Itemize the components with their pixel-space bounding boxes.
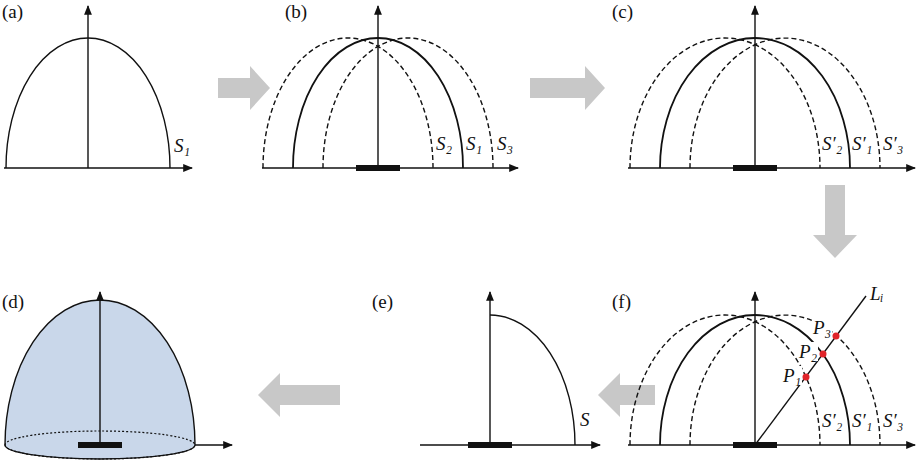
curve-label: S₁ <box>174 136 190 155</box>
curve-label: S′₃ <box>883 134 903 153</box>
curve-label: S′₃ <box>883 411 903 430</box>
panel-letter: (e) <box>372 292 393 311</box>
curve-label: S₂ <box>436 134 452 153</box>
sensor-bar <box>78 165 777 448</box>
point-label: P₃ <box>812 318 832 337</box>
curve-label: S₃ <box>497 134 513 153</box>
panel-letter: (d) <box>2 292 24 311</box>
point-label: P₂ <box>798 342 818 361</box>
panel-letter: (b) <box>285 2 307 21</box>
curve-label: S₁ <box>466 134 482 153</box>
curve-label: S′₂ <box>822 411 842 430</box>
point-label: P₁ <box>782 366 802 385</box>
panel-letter: (c) <box>612 2 633 21</box>
process-arrows <box>218 66 857 417</box>
curve-label: S <box>580 410 590 429</box>
curve-label: S′₁ <box>852 134 872 153</box>
curve-label: S′₂ <box>822 134 842 153</box>
line-label: Lᵢ <box>870 284 884 303</box>
panel-letter: (f) <box>612 292 631 311</box>
panel-letter: (a) <box>2 2 23 21</box>
curve-label: S′₁ <box>852 411 872 430</box>
